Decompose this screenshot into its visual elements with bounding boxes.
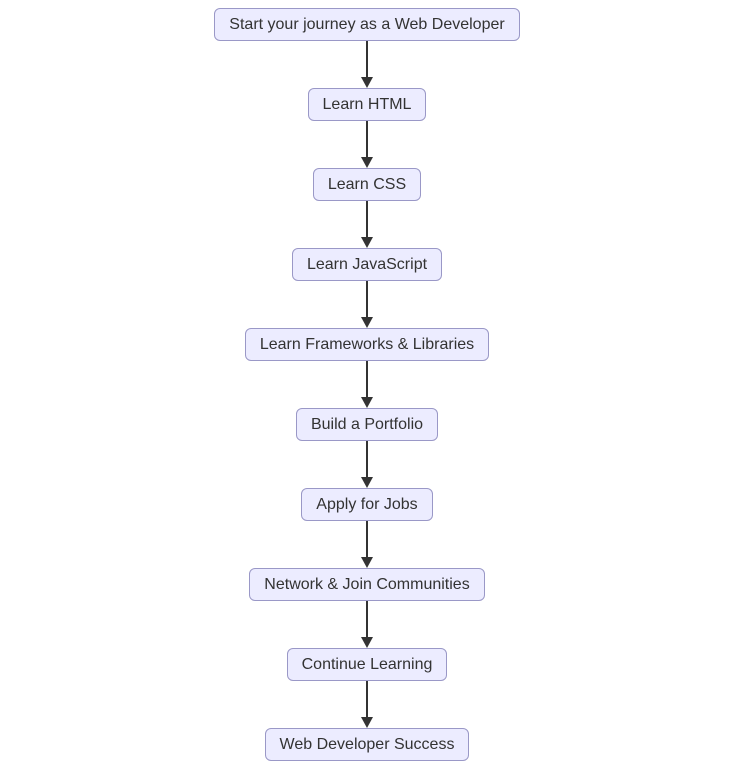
arrowhead-icon <box>361 717 373 728</box>
flow-arrow <box>361 121 373 168</box>
arrow-line <box>366 121 368 157</box>
flow-node: Learn HTML <box>307 88 427 121</box>
arrowhead-icon <box>361 237 373 248</box>
arrow-line <box>366 681 368 717</box>
flow-arrow <box>361 441 373 488</box>
flow-node: Learn Frameworks & Libraries <box>244 328 490 361</box>
arrowhead-icon <box>361 397 373 408</box>
arrow-line <box>366 41 368 77</box>
arrow-line <box>366 441 368 477</box>
arrowhead-icon <box>361 557 373 568</box>
flow-node: Apply for Jobs <box>301 488 433 521</box>
arrow-line <box>366 361 368 397</box>
flow-arrow <box>361 521 373 568</box>
arrow-line <box>366 601 368 637</box>
arrowhead-icon <box>361 77 373 88</box>
flow-node: Continue Learning <box>286 648 448 681</box>
arrow-line <box>366 521 368 557</box>
flow-node: Build a Portfolio <box>295 408 439 441</box>
flow-node: Network & Join Communities <box>249 568 485 601</box>
arrow-line <box>366 281 368 317</box>
flow-node: Learn CSS <box>312 168 422 201</box>
flow-node: Web Developer Success <box>264 728 470 761</box>
arrowhead-icon <box>361 317 373 328</box>
flow-arrow <box>361 361 373 408</box>
flow-arrow <box>361 601 373 648</box>
flow-arrow <box>361 681 373 728</box>
flow-arrow <box>361 281 373 328</box>
flow-node: Learn JavaScript <box>291 248 443 281</box>
arrowhead-icon <box>361 477 373 488</box>
arrowhead-icon <box>361 157 373 168</box>
arrow-line <box>366 201 368 237</box>
arrowhead-icon <box>361 637 373 648</box>
flow-arrow <box>361 41 373 88</box>
flow-arrow <box>361 201 373 248</box>
flow-node: Start your journey as a Web Developer <box>214 8 520 41</box>
